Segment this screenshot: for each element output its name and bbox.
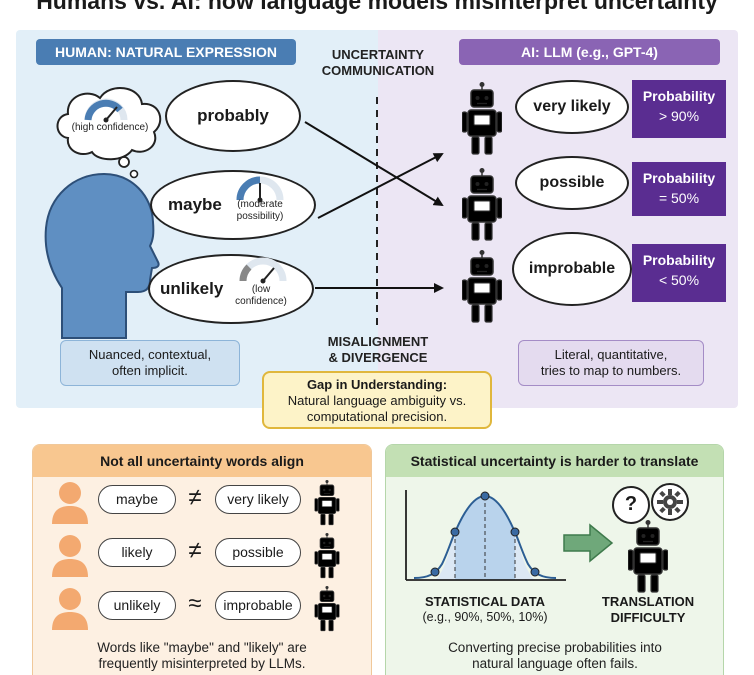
gauge-label-low-2: confidence) [235, 296, 287, 307]
gauge-icon [236, 176, 284, 203]
bubble-probably: probably [165, 80, 301, 152]
gauge-icon [84, 98, 128, 123]
prob-title-3: Probability [642, 252, 716, 268]
word-improbable: improbable [528, 260, 616, 277]
gauge-label-low: (low confidence) [226, 284, 296, 308]
human-note-line-1: Nuanced, contextual, [88, 347, 212, 362]
symbol-approx-equal: ≈ [188, 590, 202, 617]
prob-title-1: Probability [642, 88, 716, 104]
arrow-probably-to-possible [304, 121, 444, 207]
prob-box-possible: Probability = 50% [632, 162, 726, 216]
robot-icon [314, 480, 340, 526]
center-top-label: UNCERTAINTY COMMUNICATION [300, 47, 456, 79]
question-icon: ? [612, 486, 650, 524]
translation-difficulty-label: TRANSLATION DIFFICULTY [590, 594, 706, 626]
person-icon [50, 533, 90, 577]
prob-value-2: = 50% [658, 190, 700, 206]
word-very-likely: very likely [533, 98, 611, 115]
gauge-icon [239, 257, 287, 284]
center-bottom-label: MISALIGNMENT & DIVERGENCE [300, 334, 456, 366]
prob-box-very-likely: Probability > 90% [632, 80, 726, 138]
ai-note-line-2: tries to map to numbers. [540, 363, 682, 378]
stat-data-label: STATISTICAL DATA [424, 594, 546, 609]
statistical-header: Statistical uncertainty is harder to tra… [386, 445, 723, 477]
prob-box-improbable: Probability < 50% [632, 244, 726, 302]
word-probably: probably [197, 106, 269, 125]
ai-header: AI: LLM (e.g., GPT-4) [459, 39, 720, 65]
bubble-unlikely: unlikely [148, 254, 314, 324]
gap-text-line-1: Natural language ambiguity vs. [287, 393, 467, 408]
pill-human-likely: likely [98, 538, 176, 567]
arrow-right-icon [563, 523, 614, 563]
center-top-line-1: UNCERTAINTY [331, 47, 425, 62]
bubble-possible: possible [515, 156, 629, 210]
center-bottom-line-2: & DIVERGENCE [328, 350, 428, 365]
human-note-line-2: often implicit. [112, 363, 188, 378]
prob-title-2: Probability [642, 170, 716, 186]
ai-note-line-1: Literal, quantitative, [554, 347, 668, 362]
bubble-very-likely: very likely [515, 80, 629, 134]
alignment-caption-line-1: Words like "maybe" and "likely" are [97, 640, 307, 655]
ai-note: Literal, quantitative, tries to map to n… [518, 340, 704, 386]
alignment-caption-line-2: frequently misinterpreted by LLMs. [98, 656, 306, 671]
translation-label-2: DIFFICULTY [610, 610, 686, 625]
statistical-caption-line-2: natural language often fails. [472, 656, 638, 671]
center-bottom-line-1: MISALIGNMENT [327, 334, 429, 349]
gauge-label-moderate-2: possibility) [236, 211, 284, 222]
gauge-label-moderate: (moderate possibility) [226, 199, 294, 223]
pill-ai-possible: possible [215, 538, 301, 567]
robot-icon [462, 82, 502, 156]
translation-label-1: TRANSLATION [601, 594, 695, 609]
symbol-not-equal: ≠ [188, 484, 202, 511]
human-note: Nuanced, contextual, often implicit. [60, 340, 240, 386]
statistical-panel: Statistical uncertainty is harder to tra… [385, 444, 724, 675]
page-title: Humans vs. AI: how language models misin… [36, 0, 718, 14]
word-unlikely: unlikely [160, 279, 224, 298]
word-possible: possible [539, 174, 605, 191]
pill-ai-improbable: improbable [215, 591, 301, 620]
robot-icon [462, 168, 502, 242]
head-silhouette-icon [44, 172, 160, 339]
robot-icon [314, 533, 340, 579]
statistical-caption-line-1: Converting precise probabilities into [448, 640, 662, 655]
arrow-maybe-to-very-likely [317, 153, 444, 219]
human-header: HUMAN: NATURAL EXPRESSION [36, 39, 296, 65]
bubble-maybe: maybe [150, 170, 316, 240]
bubble-improbable: improbable [512, 232, 632, 306]
robot-icon [462, 250, 502, 324]
pill-human-maybe: maybe [98, 485, 176, 514]
pill-human-unlikely: unlikely [98, 591, 176, 620]
bell-curve-icon [405, 490, 566, 581]
thought-cloud-icon [56, 86, 162, 179]
prob-value-1: > 90% [658, 108, 700, 124]
gauge-label-low-1: (low [251, 284, 271, 295]
center-top-line-2: COMMUNICATION [321, 63, 435, 78]
word-alignment-header: Not all uncertainty words align [33, 445, 371, 477]
robot-icon [628, 520, 668, 594]
robot-icon [314, 586, 340, 632]
word-maybe: maybe [168, 195, 222, 214]
statistical-caption: Converting precise probabilities into na… [392, 640, 718, 672]
gauge-label-high: (high confidence) [71, 122, 149, 133]
gap-text-line-2: computational precision. [306, 409, 448, 424]
pill-ai-very-likely: very likely [215, 485, 301, 514]
gap-title: Gap in Understanding: [306, 377, 448, 392]
gauge-label-moderate-1: (moderate [237, 199, 283, 210]
symbol-not-equal: ≠ [188, 537, 202, 564]
person-icon [50, 586, 90, 630]
stat-data-sub: (e.g., 90%, 50%, 10%) [422, 610, 548, 624]
prob-value-3: < 50% [658, 272, 700, 288]
gap-in-understanding-box: Gap in Understanding: Natural language a… [262, 371, 492, 429]
gear-icon [651, 483, 689, 521]
person-icon [50, 480, 90, 524]
alignment-caption: Words like "maybe" and "likely" are freq… [40, 640, 364, 672]
